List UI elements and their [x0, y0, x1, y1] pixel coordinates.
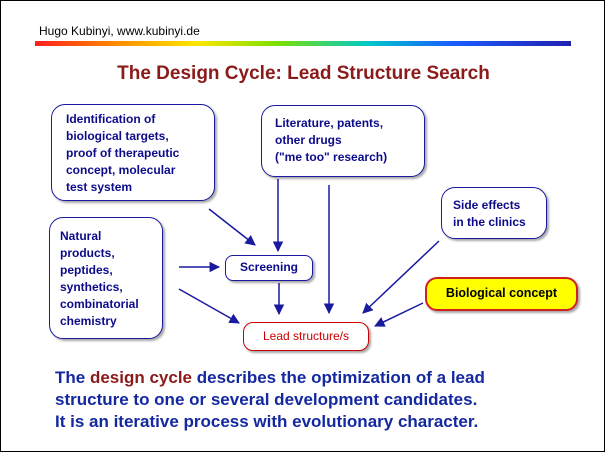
footer-text-start: The	[55, 368, 90, 387]
arrow-targets-to-screening	[208, 208, 256, 246]
box-line: test system	[66, 180, 133, 194]
box-line: Literature, patents,	[275, 116, 384, 130]
arrow-natural-to-lead	[178, 288, 240, 324]
box-line: other drugs	[275, 133, 342, 147]
arrow-biological-to-lead	[374, 302, 424, 327]
author-credit: Hugo Kubinyi, www.kubinyi.de	[39, 24, 200, 38]
arrow-side-effects-to-lead	[362, 240, 440, 314]
box-target-identification: Identification of biological targets, pr…	[51, 104, 215, 201]
box-line: synthetics,	[60, 280, 123, 294]
footer-line-1: The design cycle describes the optimizat…	[55, 367, 595, 389]
box-literature: Literature, patents, other drugs ("me to…	[261, 105, 425, 177]
footer-line-3: It is an iterative process with evolutio…	[55, 412, 479, 431]
box-natural-products: Natural products, peptides, synthetics, …	[49, 217, 163, 339]
box-line: Identification of	[66, 112, 156, 126]
box-line: concept, molecular	[66, 163, 176, 177]
box-line: Side effects	[453, 198, 521, 212]
box-line: chemistry	[60, 314, 117, 328]
box-line: proof of therapeutic	[66, 146, 180, 160]
box-line: products,	[60, 246, 115, 260]
box-screening: Screening	[225, 255, 313, 281]
box-lead-structure: Lead structure/s	[243, 322, 369, 351]
footer-highlight: design cycle	[89, 368, 193, 387]
box-biological-concept: Biological concept	[425, 277, 578, 311]
box-line: biological targets,	[66, 129, 169, 143]
footer-line-2: structure to one or several development …	[55, 390, 478, 409]
box-line: Natural	[60, 229, 102, 243]
footer-text: The design cycle describes the optimizat…	[55, 367, 595, 433]
box-line: ("me too" research)	[275, 150, 388, 164]
rainbow-divider	[35, 41, 571, 46]
footer-text-end: describes the optimization of a lead	[192, 368, 485, 387]
box-line: peptides,	[60, 263, 113, 277]
box-line: in the clinics	[453, 215, 526, 229]
box-line: combinatorial	[60, 297, 139, 311]
slide-title: The Design Cycle: Lead Structure Search	[117, 63, 490, 84]
box-side-effects: Side effects in the clinics	[441, 187, 547, 239]
